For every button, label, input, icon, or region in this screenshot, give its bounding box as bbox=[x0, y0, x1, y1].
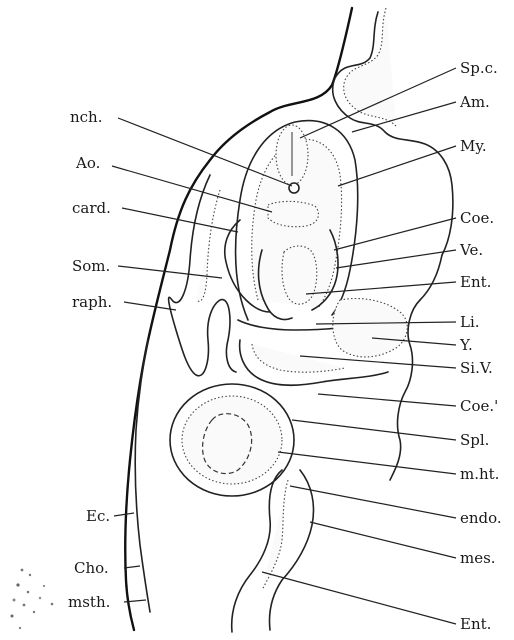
amnion-fold-inner bbox=[344, 8, 396, 126]
leader-ao bbox=[112, 166, 272, 212]
label-li: Li. bbox=[460, 313, 480, 331]
label-raph: raph. bbox=[72, 293, 112, 311]
leader-mht bbox=[278, 452, 456, 474]
leader-spl bbox=[292, 420, 456, 440]
leader-ent-bottom bbox=[262, 572, 456, 624]
label-coe: Coe. bbox=[460, 209, 494, 227]
ectoderm-outline bbox=[125, 8, 352, 630]
leader-ec bbox=[114, 513, 134, 516]
right-labels: Sp.c. Am. My. Coe. Ve. Ent. Li. Y. Si.V.… bbox=[459, 59, 502, 633]
label-endo: endo. bbox=[460, 509, 502, 527]
label-cho: Cho. bbox=[74, 559, 109, 577]
label-my: My. bbox=[460, 137, 487, 155]
label-ao: Ao. bbox=[75, 154, 100, 172]
left-labels: nch. Ao. card. Som. raph. Ec. Cho. msth. bbox=[68, 108, 112, 611]
leader-endo bbox=[290, 486, 456, 518]
label-mes: mes. bbox=[460, 549, 496, 567]
label-ec: Ec. bbox=[86, 507, 110, 525]
raphe-fold-inner bbox=[196, 190, 220, 301]
leader-coe-prime bbox=[318, 394, 456, 406]
leader-coe bbox=[334, 218, 456, 250]
aorta bbox=[268, 201, 318, 226]
embryo-drawing bbox=[11, 8, 453, 632]
leader-ve bbox=[336, 250, 456, 268]
label-ent-bottom: Ent. bbox=[460, 615, 491, 633]
leader-raph bbox=[124, 302, 176, 310]
notochord bbox=[289, 183, 299, 193]
leader-mes bbox=[310, 522, 456, 558]
label-ent-top: Ent. bbox=[460, 273, 491, 291]
heart-inner bbox=[182, 396, 282, 484]
label-nch: nch. bbox=[70, 108, 103, 126]
chorion-stipple bbox=[11, 569, 54, 630]
somatopleure-right bbox=[390, 255, 442, 480]
gut-inner bbox=[282, 246, 317, 304]
label-mht: m.ht. bbox=[460, 465, 499, 483]
amnion-fold bbox=[333, 12, 453, 255]
label-siv: Si.V. bbox=[460, 359, 493, 377]
ectoderm-lower-strip bbox=[135, 340, 150, 612]
label-card: card. bbox=[72, 199, 111, 217]
label-ve: Ve. bbox=[459, 241, 483, 259]
label-spl: Spl. bbox=[460, 431, 489, 449]
label-am: Am. bbox=[459, 93, 490, 111]
label-spc: Sp.c. bbox=[460, 59, 498, 77]
label-som: Som. bbox=[72, 257, 110, 275]
label-y: Y. bbox=[459, 336, 473, 354]
yolk-mass bbox=[333, 299, 407, 357]
label-msth: msth. bbox=[68, 593, 110, 611]
label-coe-prime: Coe.' bbox=[460, 397, 498, 415]
